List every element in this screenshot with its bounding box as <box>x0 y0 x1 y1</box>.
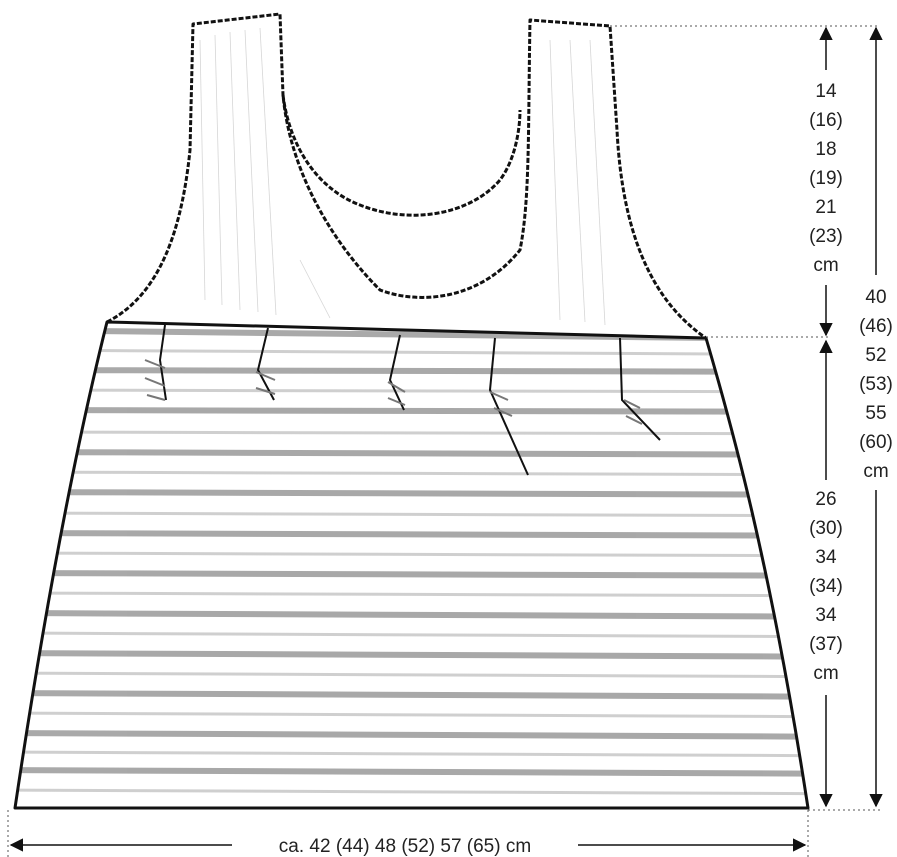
body-length-line-1: 26 <box>815 489 836 510</box>
yoke-outline <box>106 12 707 340</box>
width-dimension: ca. 42 (44) 48 (52) 57 (65) cm <box>9 836 807 857</box>
total-length-dimension: 40 (46) 52 (53) 55 (60) cm <box>859 26 893 808</box>
body-length-line-2: (30) <box>809 518 843 539</box>
armhole-depth-line-5: 21 <box>815 197 836 218</box>
body-length-line-3: 34 <box>815 547 837 568</box>
armhole-depth-line-4: (19) <box>809 168 843 189</box>
pleat-1 <box>158 324 167 401</box>
armhole-depth-dimension: 14 (16) 18 (19) 21 (23) cm <box>809 26 843 337</box>
armhole-depth-line-3: 18 <box>815 139 836 160</box>
body-length-line-7: cm <box>813 663 838 684</box>
yoke-texture <box>199 27 606 326</box>
total-length-line-7: cm <box>863 461 888 482</box>
dimension-guides <box>7 25 880 857</box>
body-panel <box>13 320 810 810</box>
pleat-2 <box>256 327 275 401</box>
body-outline <box>13 320 810 810</box>
armhole-depth-line-2: (16) <box>809 110 843 131</box>
armhole-depth-line-6: (23) <box>809 226 843 247</box>
pleats <box>144 324 661 476</box>
body-length-line-5: 34 <box>815 605 837 626</box>
body-length-dimension: 26 (30) 34 (34) 34 (37) cm <box>809 339 843 808</box>
total-length-line-5: 55 <box>865 403 886 424</box>
total-length-line-2: (46) <box>859 316 893 337</box>
yoke <box>106 12 707 340</box>
total-length-line-6: (60) <box>859 432 893 453</box>
body-length-line-4: (34) <box>809 576 843 597</box>
pleat-4 <box>488 337 529 476</box>
pleat-5 <box>619 337 661 441</box>
total-length-line-1: 40 <box>865 287 886 308</box>
neckline <box>281 94 522 217</box>
width-label: ca. 42 (44) 48 (52) 57 (65) cm <box>279 836 531 857</box>
pleat-3 <box>388 334 405 411</box>
armhole-depth-line-7: cm <box>813 255 838 276</box>
body-length-line-6: (37) <box>809 634 843 655</box>
armhole-depth-line-1: 14 <box>815 81 837 102</box>
total-length-line-4: (53) <box>859 374 893 395</box>
total-length-line-3: 52 <box>865 345 886 366</box>
